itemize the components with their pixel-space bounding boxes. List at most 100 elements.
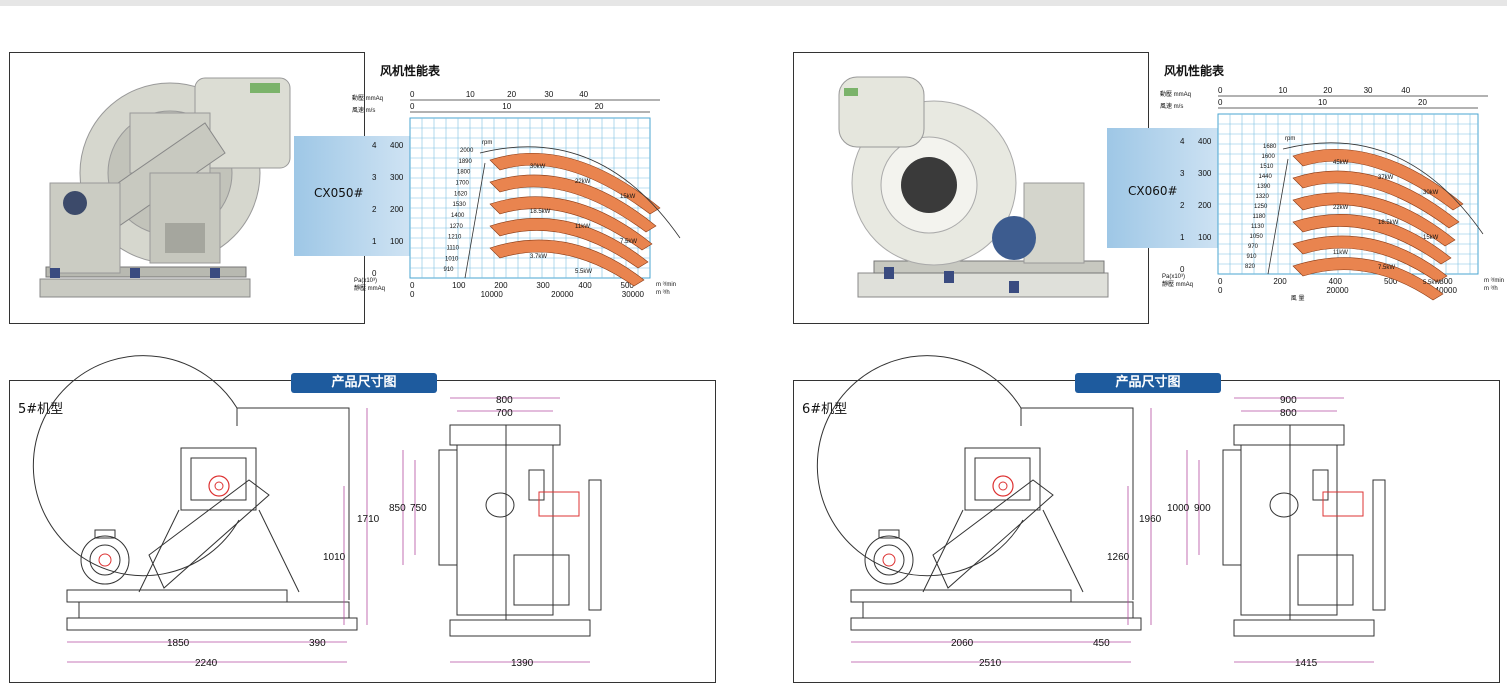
kw-value: 15kW — [620, 194, 636, 200]
bottom-tick: 400 — [1329, 277, 1343, 286]
performance-band — [489, 153, 661, 215]
dim-height-total-right: 1960 — [1139, 514, 1162, 525]
top-axis1-tick: 40 — [1401, 86, 1410, 95]
rpm-value: 2000 — [460, 148, 474, 154]
rpm-value: 910 — [1247, 254, 1258, 260]
rpm-value: 1510 — [1260, 164, 1274, 170]
bottom-tick: 0 — [1218, 277, 1223, 286]
rpm-value: 1400 — [451, 213, 465, 219]
bottom-tick: 0 — [410, 281, 415, 290]
kw-value: 45kW — [1333, 160, 1349, 166]
top-axis2-tick: 0 — [410, 102, 415, 111]
performance-title-right: 风机性能表 — [1164, 64, 1225, 78]
bottom2-tick: 30000 — [622, 290, 645, 299]
kw-value: 5.5kW — [575, 269, 592, 275]
dim-side-outer-right: 1000 — [1167, 503, 1190, 514]
bottom2-tick: 10000 — [481, 290, 504, 299]
left-tick: 1 — [372, 237, 377, 246]
bottom-tick: 400 — [578, 281, 592, 290]
rpm-value: 1530 — [453, 202, 467, 208]
performance-title-left: 风机性能表 — [380, 64, 441, 78]
kw-value: 30kW — [1423, 190, 1439, 196]
rpm-value: 1320 — [1256, 194, 1270, 200]
performance-band — [1292, 170, 1460, 229]
unit-h: m ³/h — [656, 290, 670, 296]
dim-len-2-right: 450 — [1093, 638, 1110, 649]
drawing-label-left: 5#机型 — [18, 402, 64, 417]
dim-side-outer-left: 850 — [389, 503, 406, 514]
pa-tick: 100 — [1198, 233, 1212, 242]
top-axis2-tick: 20 — [1418, 98, 1427, 107]
dim-width-base-left: 1390 — [511, 658, 534, 669]
pa-label: Pa(x10³) — [354, 278, 377, 284]
section-tab-left: 产品尺寸图 — [291, 373, 437, 393]
kw-value: 7.5kW — [620, 239, 637, 245]
pa-label: Pa(x10³) — [1162, 274, 1185, 280]
top-bar — [0, 0, 1507, 6]
envelope-curve — [464, 162, 486, 279]
performance-band — [1292, 214, 1452, 265]
model-tag-box-right — [1107, 128, 1223, 248]
top-axis1-label: 動壓 mmAq — [352, 94, 383, 102]
rpm-value: 1180 — [1253, 214, 1267, 220]
dim-front-inner-right: 800 — [1280, 408, 1297, 419]
performance-band — [489, 218, 649, 269]
model-tag-right: CX060# — [1128, 184, 1178, 198]
dim-side-inner-right: 900 — [1194, 503, 1211, 514]
rpm-value: 1050 — [1250, 234, 1264, 240]
dim-front-inner-left: 700 — [496, 408, 513, 419]
top-axis2-tick: 20 — [595, 102, 604, 111]
rpm-value: 1620 — [454, 191, 468, 197]
kw-value: 22kW — [575, 179, 591, 185]
left-tick: 1 — [1180, 233, 1185, 242]
kw-value: 5.5kW — [1423, 280, 1440, 286]
fan-photo-frame-left — [9, 52, 365, 324]
pa-tick: 400 — [390, 141, 404, 150]
pa-tick: 100 — [390, 237, 404, 246]
pa-tick: 200 — [1198, 201, 1212, 210]
dim-len-total-right: 2510 — [979, 658, 1002, 669]
bottom-tick: 200 — [494, 281, 508, 290]
fan-photo-right — [838, 76, 1109, 298]
flow-label: 風 量 — [1291, 295, 1305, 302]
pa-tick: 300 — [390, 173, 404, 182]
left-tick: 4 — [1180, 137, 1185, 146]
rpm-label: rpm — [1285, 136, 1295, 142]
dim-height-total-left: 1710 — [357, 514, 380, 525]
rpm-value: 1130 — [1251, 224, 1265, 230]
envelope-curve — [479, 146, 681, 239]
left-tick: 0 — [1180, 265, 1185, 274]
top-axis1-tick: 10 — [466, 90, 475, 99]
static-label: 靜壓 mmAq — [1162, 280, 1193, 288]
dim-len-1-left: 1850 — [167, 638, 190, 649]
top-axis1-tick: 0 — [1218, 86, 1223, 95]
left-tick: 2 — [1180, 201, 1185, 210]
dim-front-top-left: 800 — [496, 395, 513, 406]
dim-len-2-left: 390 — [309, 638, 326, 649]
dim-len-1-right: 2060 — [951, 638, 974, 649]
performance-band — [1292, 149, 1464, 211]
top-axis1-tick: 0 — [410, 90, 415, 99]
performance-band — [489, 174, 657, 233]
dimension-drawing-left: 800 700 1710 1010 850 750 1850 390 2240 … — [32, 355, 602, 669]
fan-photo-frame-right — [793, 52, 1149, 324]
unit-min: m ³/min — [1484, 278, 1504, 284]
left-tick: 0 — [372, 269, 377, 278]
rpm-label: rpm — [482, 140, 492, 146]
top-axis2-label: 風速 m/s — [352, 107, 375, 114]
rpm-value: 1010 — [445, 256, 459, 262]
envelope-curve — [1267, 158, 1289, 275]
left-tick: 3 — [372, 173, 377, 182]
dimension-drawing-right: 900 800 1960 1260 1000 900 2060 450 2510… — [816, 355, 1386, 669]
bottom2-tick: 20000 — [551, 290, 574, 299]
top-axis1-tick: 10 — [1278, 86, 1287, 95]
left-tick: 2 — [372, 205, 377, 214]
top-axis1-tick: 20 — [507, 90, 516, 99]
rpm-value: 970 — [1248, 244, 1259, 250]
rpm-value: 1890 — [459, 159, 473, 165]
dim-width-base-right: 1415 — [1295, 658, 1318, 669]
left-tick: 4 — [372, 141, 377, 150]
kw-value: 11kW — [1333, 250, 1348, 256]
